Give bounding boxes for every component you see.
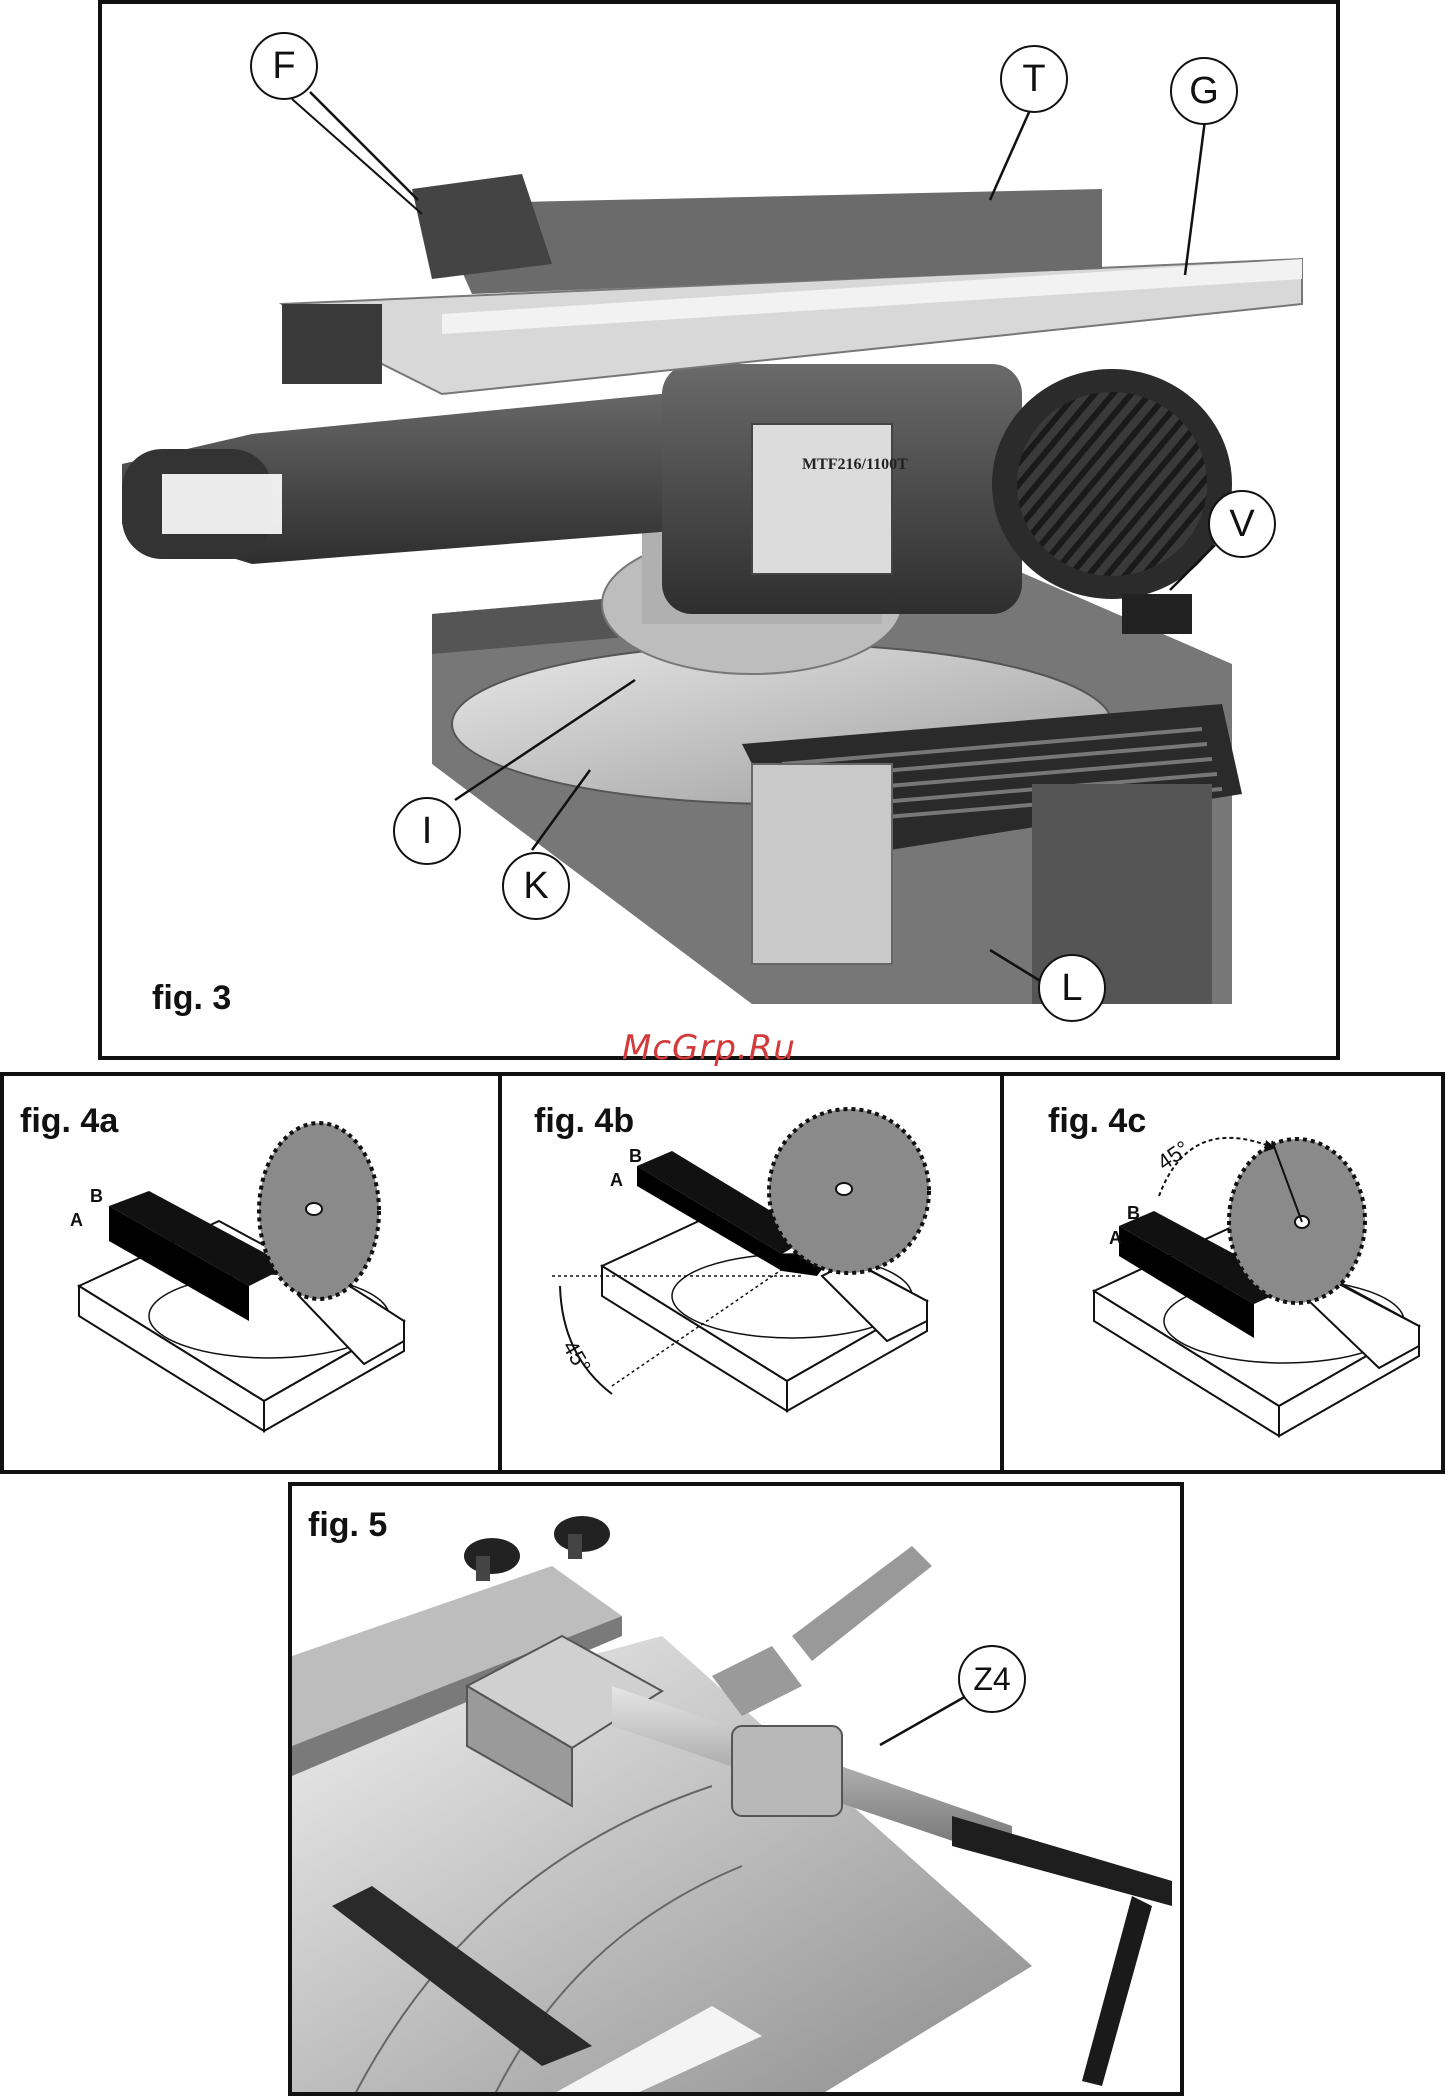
callout-V: V bbox=[1208, 490, 1276, 558]
callout-Z4: Z4 bbox=[958, 1645, 1026, 1713]
callout-L: L bbox=[1038, 954, 1106, 1022]
callout-G: G bbox=[1170, 57, 1238, 125]
callout-K: K bbox=[502, 852, 570, 920]
callout-T: T bbox=[1000, 45, 1068, 113]
callout-F: F bbox=[250, 32, 318, 100]
callout-I: I bbox=[393, 797, 461, 865]
watermark-text: McGrp.Ru bbox=[622, 1028, 796, 1068]
